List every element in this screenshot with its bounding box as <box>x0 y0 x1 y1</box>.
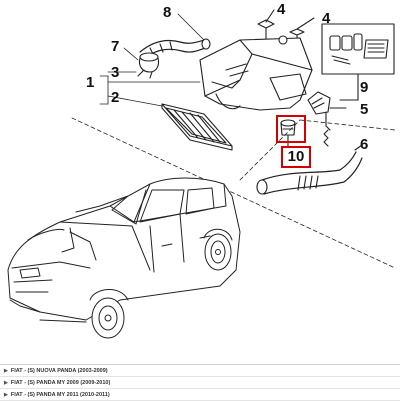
callout-8: 8 <box>163 4 172 21</box>
air-filter-housing-part-1 <box>199 35 313 111</box>
intake-duct-part-6 <box>256 144 363 195</box>
model-list-item[interactable]: ▶ FIAT - (S) PANDA MY 2011 (2010-2011) <box>0 389 400 401</box>
panel-filter-part-2 <box>161 103 233 151</box>
callout-10[interactable]: 10 <box>281 146 311 168</box>
kit-part-9-box <box>321 23 395 101</box>
model-list-item[interactable]: ▶ FIAT - (S) NUOVA PANDA (2003-2009) <box>0 365 400 377</box>
callout-5: 5 <box>360 101 369 118</box>
callout-7: 7 <box>111 38 120 55</box>
screw-part-4a <box>257 9 275 41</box>
model-list-item[interactable]: ▶ FIAT - (S) PANDA MY 2009 (2009-2010) <box>0 377 400 389</box>
model-list-label: FIAT - (S) PANDA MY 2009 (2009-2010) <box>10 379 111 386</box>
highlight-box-part[interactable] <box>276 115 306 143</box>
model-list: ▶ FIAT - (S) NUOVA PANDA (2003-2009) ▶ F… <box>0 364 400 401</box>
callout-3: 3 <box>111 64 120 81</box>
car-illustration <box>7 177 241 339</box>
model-list-label: FIAT - (S) NUOVA PANDA (2003-2009) <box>10 367 108 374</box>
callout-6: 6 <box>360 136 369 153</box>
parts-diagram <box>7 9 396 339</box>
model-list-label: FIAT - (S) PANDA MY 2011 (2010-2011) <box>10 391 110 398</box>
sensor-part-5 <box>307 91 347 147</box>
elbow-part-7 <box>137 52 160 79</box>
callout-9: 9 <box>360 79 369 96</box>
callout-4b: 4 <box>322 10 331 27</box>
triangle-right-icon: ▶ <box>4 367 8 374</box>
callout-1: 1 <box>86 74 95 91</box>
callout-4a: 4 <box>277 1 286 18</box>
screw-part-4b <box>289 17 315 47</box>
leader-lines <box>99 13 205 107</box>
triangle-right-icon: ▶ <box>4 379 8 386</box>
reference-plane-lines <box>71 117 396 269</box>
callout-2: 2 <box>111 89 120 106</box>
triangle-right-icon: ▶ <box>4 391 8 398</box>
